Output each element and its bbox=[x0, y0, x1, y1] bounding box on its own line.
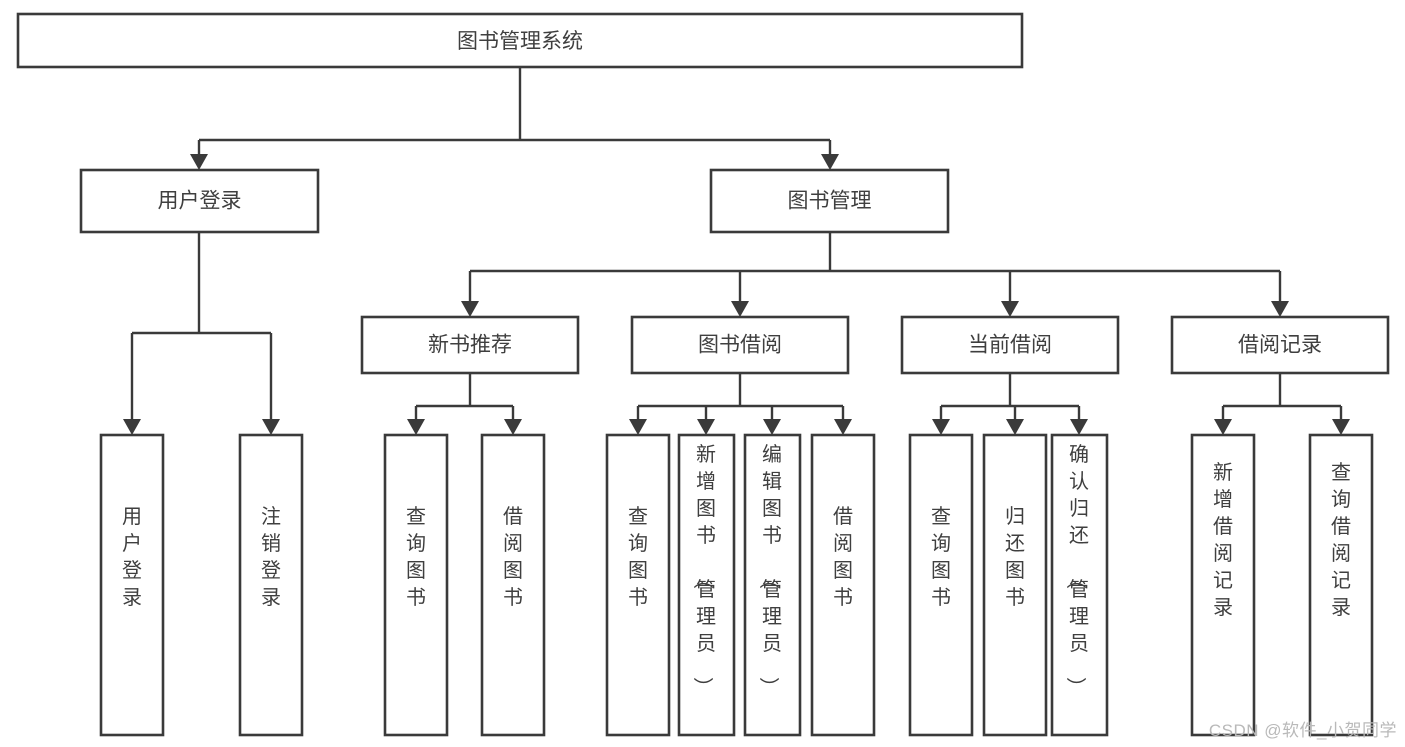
node-root-box[interactable] bbox=[16, 12, 1024, 69]
leaf-add-book-admin-label: 新增图书（管理员） bbox=[691, 443, 716, 697]
leaf-add-borrow-record-box[interactable] bbox=[1190, 433, 1256, 737]
node-user-login-label: 用户登录 bbox=[158, 190, 242, 213]
leaf-add-book-admin-box[interactable] bbox=[677, 433, 736, 737]
arrow-to-leaf-add-book bbox=[697, 419, 715, 435]
node-root-label: 图书管理系统 bbox=[457, 30, 583, 53]
leaf-borrow-book-borrow-label: 借阅图书 bbox=[833, 505, 853, 609]
arrow-to-leaf-borrow-book-rec bbox=[504, 419, 522, 435]
leaf-query-book-recommend[interactable]: 查询图书 bbox=[383, 433, 449, 737]
arrow-to-leaf-query-book-bb bbox=[629, 419, 647, 435]
node-book-borrow-label: 图书借阅 bbox=[698, 334, 782, 357]
leaf-confirm-return-admin[interactable]: 确认归还（管理员） bbox=[1050, 433, 1109, 737]
leaf-confirm-return-admin-box[interactable] bbox=[1050, 433, 1109, 737]
leaf-logout-box[interactable] bbox=[238, 433, 304, 737]
csdn-watermark: CSDN @软件_小贺同学 bbox=[1208, 721, 1397, 740]
leaf-query-book-current-label: 查询图书 bbox=[931, 505, 951, 609]
node-book-borrow-box[interactable] bbox=[630, 315, 850, 375]
arrow-to-leaf-return-book bbox=[1006, 419, 1024, 435]
arrow-to-leaf-add-record bbox=[1214, 419, 1232, 435]
node-new-book-recommend-box[interactable] bbox=[360, 315, 580, 375]
leaf-borrow-book-borrow-box[interactable] bbox=[810, 433, 876, 737]
node-user-login[interactable]: 用户登录 bbox=[79, 168, 320, 234]
leaf-query-book-recommend-label: 查询图书 bbox=[406, 505, 426, 609]
leaf-query-book-current[interactable]: 查询图书 bbox=[908, 433, 974, 737]
leaf-return-book[interactable]: 归还图书 bbox=[982, 433, 1048, 737]
arrow-to-borrow-record bbox=[1271, 301, 1289, 317]
node-user-login-box[interactable] bbox=[79, 168, 320, 234]
leaf-query-borrow-record[interactable]: 查询借阅记录 bbox=[1308, 433, 1374, 737]
arrow-to-current-borrow bbox=[1001, 301, 1019, 317]
arrow-to-leaf-query-book-rec bbox=[407, 419, 425, 435]
arrow-to-leaf-confirm-return bbox=[1070, 419, 1088, 435]
node-root[interactable]: 图书管理系统 bbox=[16, 12, 1024, 69]
leaf-add-borrow-record-label: 新增借阅记录 bbox=[1213, 461, 1233, 619]
arrow-to-leaf-edit-book bbox=[763, 419, 781, 435]
leaf-borrow-book-recommend[interactable]: 借阅图书 bbox=[480, 433, 546, 737]
node-new-book-recommend-label: 新书推荐 bbox=[428, 334, 512, 357]
arrow-to-new-book-rec bbox=[461, 301, 479, 317]
leaf-query-book-borrow[interactable]: 查询图书 bbox=[605, 433, 671, 737]
arrow-root-to-user-login bbox=[190, 154, 208, 170]
leaf-borrow-book-recommend-box[interactable] bbox=[480, 433, 546, 737]
node-book-borrow[interactable]: 图书借阅 bbox=[630, 315, 850, 375]
node-new-book-recommend[interactable]: 新书推荐 bbox=[360, 315, 580, 375]
node-current-borrow-label: 当前借阅 bbox=[968, 334, 1052, 357]
leaf-user-login[interactable]: 用户登录 bbox=[99, 433, 165, 737]
leaf-return-book-box[interactable] bbox=[982, 433, 1048, 737]
arrow-to-book-borrow bbox=[731, 301, 749, 317]
leaf-edit-book-admin-label: 编辑图书（管理员） bbox=[757, 443, 782, 697]
leaf-borrow-book-recommend-label: 借阅图书 bbox=[503, 505, 523, 609]
arrow-to-leaf-borrow-book-bb bbox=[834, 419, 852, 435]
leaf-add-book-admin[interactable]: 新增图书（管理员） bbox=[677, 433, 736, 737]
leaf-query-book-borrow-box[interactable] bbox=[605, 433, 671, 737]
arrow-to-leaf-query-record bbox=[1332, 419, 1350, 435]
leaf-query-book-borrow-label: 查询图书 bbox=[628, 505, 648, 609]
leaf-user-login-box[interactable] bbox=[99, 433, 165, 737]
node-book-management-label: 图书管理 bbox=[788, 190, 872, 213]
node-current-borrow[interactable]: 当前借阅 bbox=[900, 315, 1120, 375]
node-borrow-record-label: 借阅记录 bbox=[1238, 334, 1322, 357]
leaf-confirm-return-admin-label: 确认归还（管理员） bbox=[1064, 443, 1089, 697]
leaf-query-book-recommend-box[interactable] bbox=[383, 433, 449, 737]
leaf-return-book-label: 归还图书 bbox=[1005, 505, 1025, 609]
leaf-edit-book-admin-box[interactable] bbox=[743, 433, 802, 737]
node-book-management-box[interactable] bbox=[709, 168, 950, 234]
leaf-borrow-book-borrow[interactable]: 借阅图书 bbox=[810, 433, 876, 737]
node-current-borrow-box[interactable] bbox=[900, 315, 1120, 375]
leaf-logout-label: 注销登录 bbox=[261, 505, 281, 609]
leaf-query-borrow-record-box[interactable] bbox=[1308, 433, 1374, 737]
node-book-management[interactable]: 图书管理 bbox=[709, 168, 950, 234]
leaf-user-login-label: 用户登录 bbox=[122, 506, 142, 609]
arrow-root-to-book-mgmt bbox=[821, 154, 839, 170]
arrow-to-leaf-user-login bbox=[123, 419, 141, 435]
leaf-add-borrow-record[interactable]: 新增借阅记录 bbox=[1190, 433, 1256, 737]
leaf-logout[interactable]: 注销登录 bbox=[238, 433, 304, 737]
arrow-to-leaf-logout bbox=[262, 419, 280, 435]
node-borrow-record[interactable]: 借阅记录 bbox=[1170, 315, 1390, 375]
leaf-query-borrow-record-label: 查询借阅记录 bbox=[1331, 461, 1351, 619]
connector-layer bbox=[123, 67, 1350, 435]
leaf-edit-book-admin[interactable]: 编辑图书（管理员） bbox=[743, 433, 802, 737]
node-borrow-record-box[interactable] bbox=[1170, 315, 1390, 375]
leaf-query-book-current-box[interactable] bbox=[908, 433, 974, 737]
arrow-to-leaf-query-book-cb bbox=[932, 419, 950, 435]
